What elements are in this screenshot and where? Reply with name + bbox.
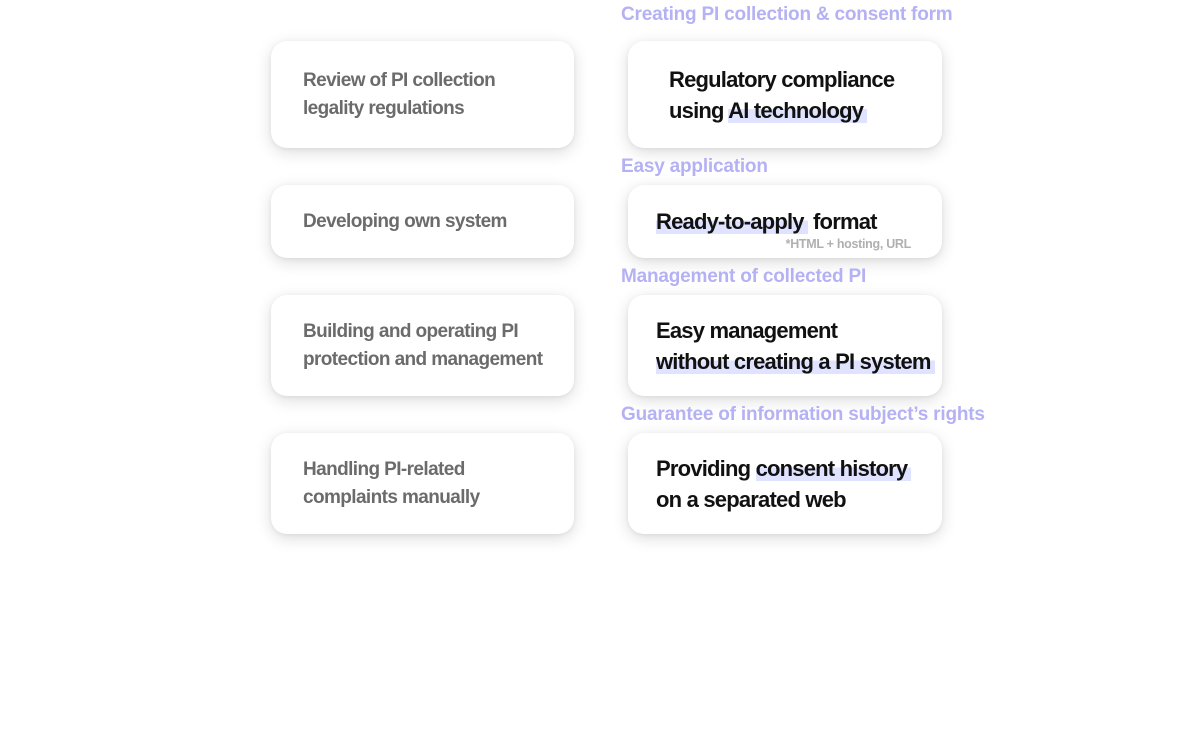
solution-line-2: using AI technology xyxy=(669,95,928,126)
solution-card-easy-management: Easy management without creating a PI sy… xyxy=(628,295,942,396)
problem-card-own-system: Developing own system xyxy=(271,185,574,258)
problem-card-regulation-review: Review of PI collection legality regulat… xyxy=(271,41,574,148)
section-title-management: Management of collected PI xyxy=(621,266,867,287)
problem-text: Review of PI collection legality regulat… xyxy=(303,69,496,119)
solution-line-1: Regulatory compliance xyxy=(669,66,895,92)
solution-highlight: Ready-to-apply xyxy=(656,209,808,234)
solution-line-1: Ready-to-apply format xyxy=(656,206,928,237)
solution-line-1: Providing consent history xyxy=(656,453,928,484)
solution-highlight: without creating a PI system xyxy=(656,348,935,374)
solution-highlight: consent history xyxy=(755,455,912,481)
solution-line-1-plain: Providing xyxy=(656,455,756,481)
solution-card-regulatory-compliance: Regulatory compliance using AI technolog… xyxy=(628,41,942,148)
problem-text: Handling PI-related complaints manually xyxy=(303,458,480,508)
solution-line-2: on a separated web xyxy=(656,486,847,512)
solution-highlight: AI technology xyxy=(728,97,868,123)
solution-card-consent-history: Providing consent history on a separated… xyxy=(628,433,942,534)
section-title-subject-rights: Guarantee of information subject’s right… xyxy=(621,404,985,425)
problem-text: Building and operating PI protection and… xyxy=(303,320,543,370)
section-title-consent-form: Creating PI collection & consent form xyxy=(621,4,953,25)
solution-card-ready-to-apply: Ready-to-apply format *HTML + hosting, U… xyxy=(628,185,942,258)
solution-line-2-plain: using xyxy=(669,97,729,123)
format-note: *HTML + hosting, URL xyxy=(785,237,912,251)
problem-text: Developing own system xyxy=(303,210,507,232)
problem-card-pi-protection: Building and operating PI protection and… xyxy=(271,295,574,396)
solution-line-1: Easy management xyxy=(656,317,838,343)
solution-line-1-plain: format xyxy=(807,209,877,234)
problem-card-complaints: Handling PI-related complaints manually xyxy=(271,433,574,534)
section-title-easy-application: Easy application xyxy=(621,156,768,177)
solution-line-2: without creating a PI system xyxy=(656,346,935,377)
